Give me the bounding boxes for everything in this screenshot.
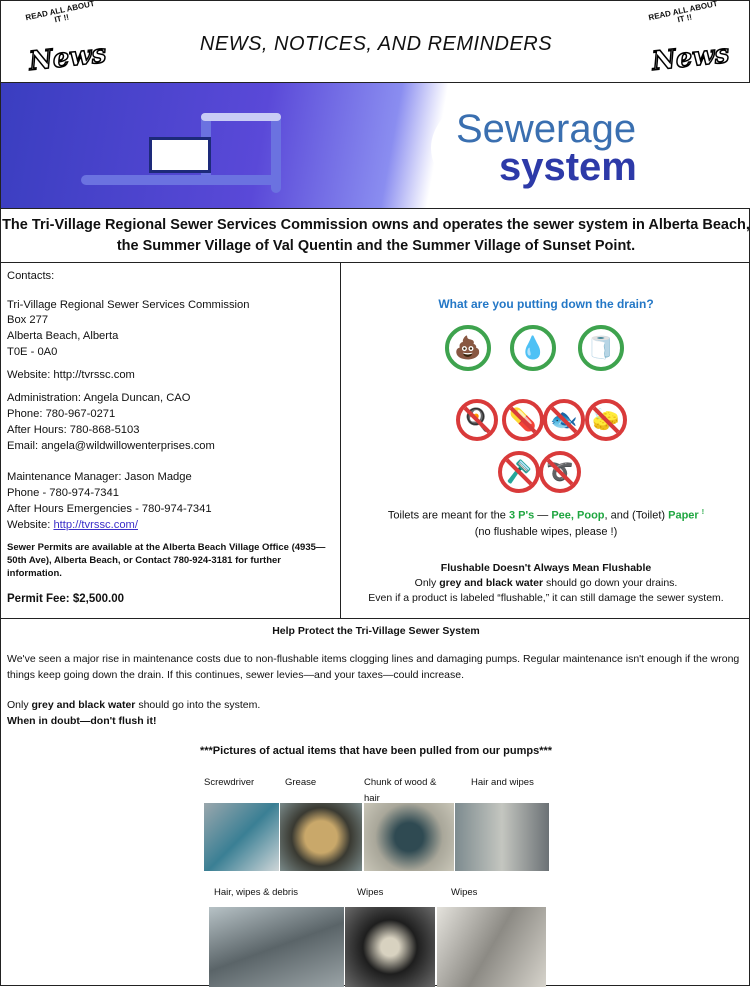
city: Alberta Beach, Alberta [7,330,119,342]
grey-black-water: grey and black water [439,577,544,589]
grey-black-water: grey and black water [31,699,136,711]
even-flushable-text: Even if a product is labeled “flushable,… [368,592,724,604]
flushable-title: Flushable Doesn't Always Mean Flushable [440,562,652,574]
contacts-heading: Contacts: [7,270,55,282]
photo-screwdriver: Screwdriver [204,775,279,871]
pictures-caption: ***Pictures of actual items that have be… [199,745,553,757]
only-suffix: should go into the system. [135,699,261,711]
website-text: Website: http://tvrssc.com [7,369,135,381]
emergency-phone: After Hours Emergencies - 780-974-7341 [7,503,212,515]
no-sharps-icon: 🪒 [498,451,540,493]
flushable-note: Flushable Doesn't Always Mean Flushable … [341,561,750,606]
no-wipes-note: (no flushable wipes, please !) [474,525,618,538]
org-name: Tri-Village Regional Sewer Services Comm… [7,299,250,311]
intro-statement: The Tri-Village Regional Sewer Services … [1,209,750,263]
permit-info: Sewer Permits are available at the Alber… [7,542,326,579]
postal-code: T0E - 0A0 [7,346,58,358]
photo-label: Screwdriver [204,777,255,788]
three-ps: 3 P's [508,509,535,522]
only-prefix: Only [414,577,440,589]
no-wipes-icon: 🧽 [585,399,627,441]
dash: — [534,509,552,522]
no-floss-icon: ➰ [539,451,581,493]
no-grease-icon: 🍳 [456,399,498,441]
sewerage-banner: Sewerage system [1,83,750,209]
admin-email: Email: angela@wildwillowenterprises.com [7,440,215,452]
logo-text: News [650,38,732,77]
maintenance-manager: Maintenance Manager: Jason Madge [7,471,192,483]
maintenance-phone: Phone - 780-974-7341 [7,487,119,499]
admin-contact: Administration: Angela Duncan, CAO [7,392,191,404]
photo-wood-hair: Chunk of wood & hair [364,775,454,871]
header: READ ALL ABOUT IT !! News NEWS, NOTICES, … [1,0,750,83]
photo-label: Grease [285,777,317,788]
toilet-paper-icon: 🧻 [578,325,624,371]
protect-title: Help Protect the Tri-Village Sewer Syste… [272,625,480,637]
protect-paragraph: We've seen a major rise in maintenance c… [7,653,740,681]
photo-label: Hair and wipes [471,777,534,788]
pee-poop: Pee, Poop [551,509,605,522]
and-toilet: , and (Toilet) [604,509,669,522]
only-suffix: should go down your drains. [543,577,678,589]
no-food-icon: 🐟 [543,399,585,441]
photo-wipes-2: Wipes [437,885,546,987]
paper: Paper [668,509,699,522]
when-in-doubt: When in doubt—don't flush it! [7,715,157,727]
page-title: NEWS, NOTICES, AND REMINDERS [199,33,553,55]
news-logo-right: READ ALL ABOUT IT !! News [646,0,732,79]
photo-label: Wipes [451,887,478,898]
website-link[interactable]: http://tvrssc.com/ [53,519,138,531]
photo-hair-wipes-debris: Hair, wipes & debris [209,885,344,987]
drain-panel: What are you putting down the drain? 💩 💧… [341,263,750,619]
after-hours-phone: After Hours: 780-868-5103 [7,424,140,436]
pee-drop-icon: 💧 [510,325,556,371]
logo-bubble: READ ALL ABOUT IT !! [24,0,96,25]
admin-phone: Phone: 780-967-0271 [7,408,116,420]
permit-fee: Permit Fee: $2,500.00 [7,593,124,605]
banner-title-line2: system [499,145,637,189]
po-box: Box 277 [7,314,49,326]
three-ps-text: Toilets are meant for the 3 P's — Pee, P… [341,505,750,540]
exclaim: ! [701,509,705,516]
photo-grease: Grease [280,775,362,871]
logo-bubble: READ ALL ABOUT IT !! [647,0,719,25]
drain-question: What are you putting down the drain? [438,297,654,311]
photo-label: Wipes [357,887,384,898]
photo-wipes-1: Wipes [345,885,435,987]
house-illustration [149,137,211,173]
banner-title-line1: Sewerage [456,107,637,151]
no-medicine-icon: 💊 [502,399,544,441]
only-prefix: Only [7,699,32,711]
contacts-panel: Contacts: Tri-Village Regional Sewer Ser… [1,263,341,619]
website-label: Website: [7,519,54,531]
photo-label: Hair, wipes & debris [214,887,298,898]
protect-section: Help Protect the Tri-Village Sewer Syste… [1,619,750,987]
poop-icon: 💩 [445,325,491,371]
photo-label: Chunk of wood & hair [364,777,437,804]
toilets-prefix: Toilets are meant for the [387,509,509,522]
photo-hair-wipes: Hair and wipes [455,775,549,871]
